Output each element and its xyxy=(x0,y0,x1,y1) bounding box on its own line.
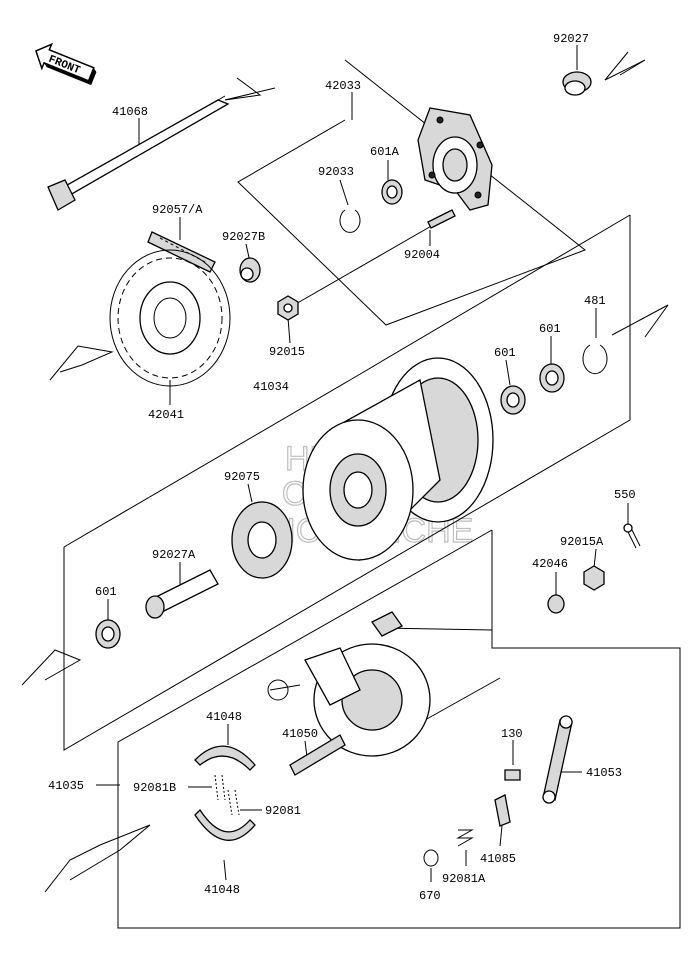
label-41048-bottom: 41048 xyxy=(204,883,240,897)
label-550: 550 xyxy=(614,488,636,502)
label-601A: 601A xyxy=(370,145,400,159)
part-92027-bushing xyxy=(562,71,592,96)
part-92027B-collar xyxy=(239,257,261,283)
label-670: 670 xyxy=(419,889,441,903)
label-92081: 92081 xyxy=(265,804,301,818)
leader-lines xyxy=(96,45,629,882)
label-601-mid: 601 xyxy=(494,346,516,360)
part-92027A-sleeve xyxy=(145,569,219,619)
hub-flange-group-frame xyxy=(237,59,587,326)
label-601-low: 601 xyxy=(95,585,117,599)
break-marker-1 xyxy=(224,77,276,101)
part-41085-indicator xyxy=(494,794,511,827)
label-92081B: 92081B xyxy=(133,781,176,795)
part-41053-lever xyxy=(542,715,573,804)
part-92015A-nut xyxy=(583,565,605,591)
label-42046: 42046 xyxy=(532,557,568,571)
label-92027B: 92027B xyxy=(222,230,265,244)
part-601A-bearing xyxy=(381,179,403,205)
break-marker-3 xyxy=(49,345,114,381)
part-41048-shoe-bottom xyxy=(194,808,256,841)
part-92081A-spring xyxy=(456,829,474,847)
label-92015A: 92015A xyxy=(560,535,604,549)
label-92027A: 92027A xyxy=(152,548,196,562)
label-92075: 92075 xyxy=(224,470,260,484)
label-92015: 92015 xyxy=(269,345,305,359)
label-41034: 41034 xyxy=(253,380,289,394)
label-41050: 41050 xyxy=(282,727,318,741)
part-92075-damper xyxy=(231,501,293,579)
label-41048-top: 41048 xyxy=(206,710,242,724)
label-92081A: 92081A xyxy=(442,872,486,886)
wheel-hub-group-top-edge xyxy=(63,379,351,548)
label-130: 130 xyxy=(501,727,523,741)
label-41053: 41053 xyxy=(586,766,622,780)
label-92027: 92027 xyxy=(553,32,589,46)
label-92033: 92033 xyxy=(318,165,354,179)
part-601-bearing-a xyxy=(539,363,565,393)
label-601-top: 601 xyxy=(539,322,561,336)
label-41035: 41035 xyxy=(48,779,84,793)
label-92004: 92004 xyxy=(404,248,440,262)
part-601-bearing-b xyxy=(500,385,526,415)
part-92033-circlip xyxy=(339,209,361,233)
part-550-cotter-pin xyxy=(623,523,641,549)
label-42041: 42041 xyxy=(148,408,184,422)
part-670-oring xyxy=(423,849,439,867)
label-42033: 42033 xyxy=(325,79,361,93)
break-marker-5 xyxy=(21,649,82,686)
break-marker-6 xyxy=(44,824,151,893)
part-41034-hub xyxy=(302,357,494,562)
label-481: 481 xyxy=(584,294,606,308)
group-frames xyxy=(21,51,681,929)
brake-group-frame xyxy=(117,529,681,929)
part-92004-stud xyxy=(427,209,456,229)
wheel-hub-group-frame xyxy=(63,215,631,751)
part-92057-chain xyxy=(147,231,216,273)
break-marker-4 xyxy=(611,304,669,338)
part-130-bolt xyxy=(504,769,521,781)
part-601-bearing-c xyxy=(95,619,121,649)
part-481-circlip xyxy=(582,344,608,375)
part-41048-shoe-top xyxy=(194,745,256,771)
label-92057A: 92057/A xyxy=(152,203,203,217)
label-41068: 41068 xyxy=(112,105,148,119)
part-92081-springs xyxy=(214,774,240,816)
part-41050-camshaft xyxy=(289,734,346,776)
part-brake-panel xyxy=(267,611,431,757)
part-42046-collar xyxy=(547,594,565,614)
wheel-hub-group-edge xyxy=(349,214,631,381)
break-marker-2 xyxy=(604,51,646,81)
part-41068-axle xyxy=(47,95,230,211)
part-92015-nut xyxy=(277,295,299,321)
part-labels: 92027 41068 42033 601A 92033 92057/A 920… xyxy=(48,32,636,903)
front-arrow-icon: FRONT xyxy=(35,42,97,86)
label-41085: 41085 xyxy=(480,852,516,866)
part-42041-sprocket xyxy=(109,249,231,387)
part-42033-flange xyxy=(417,107,493,211)
